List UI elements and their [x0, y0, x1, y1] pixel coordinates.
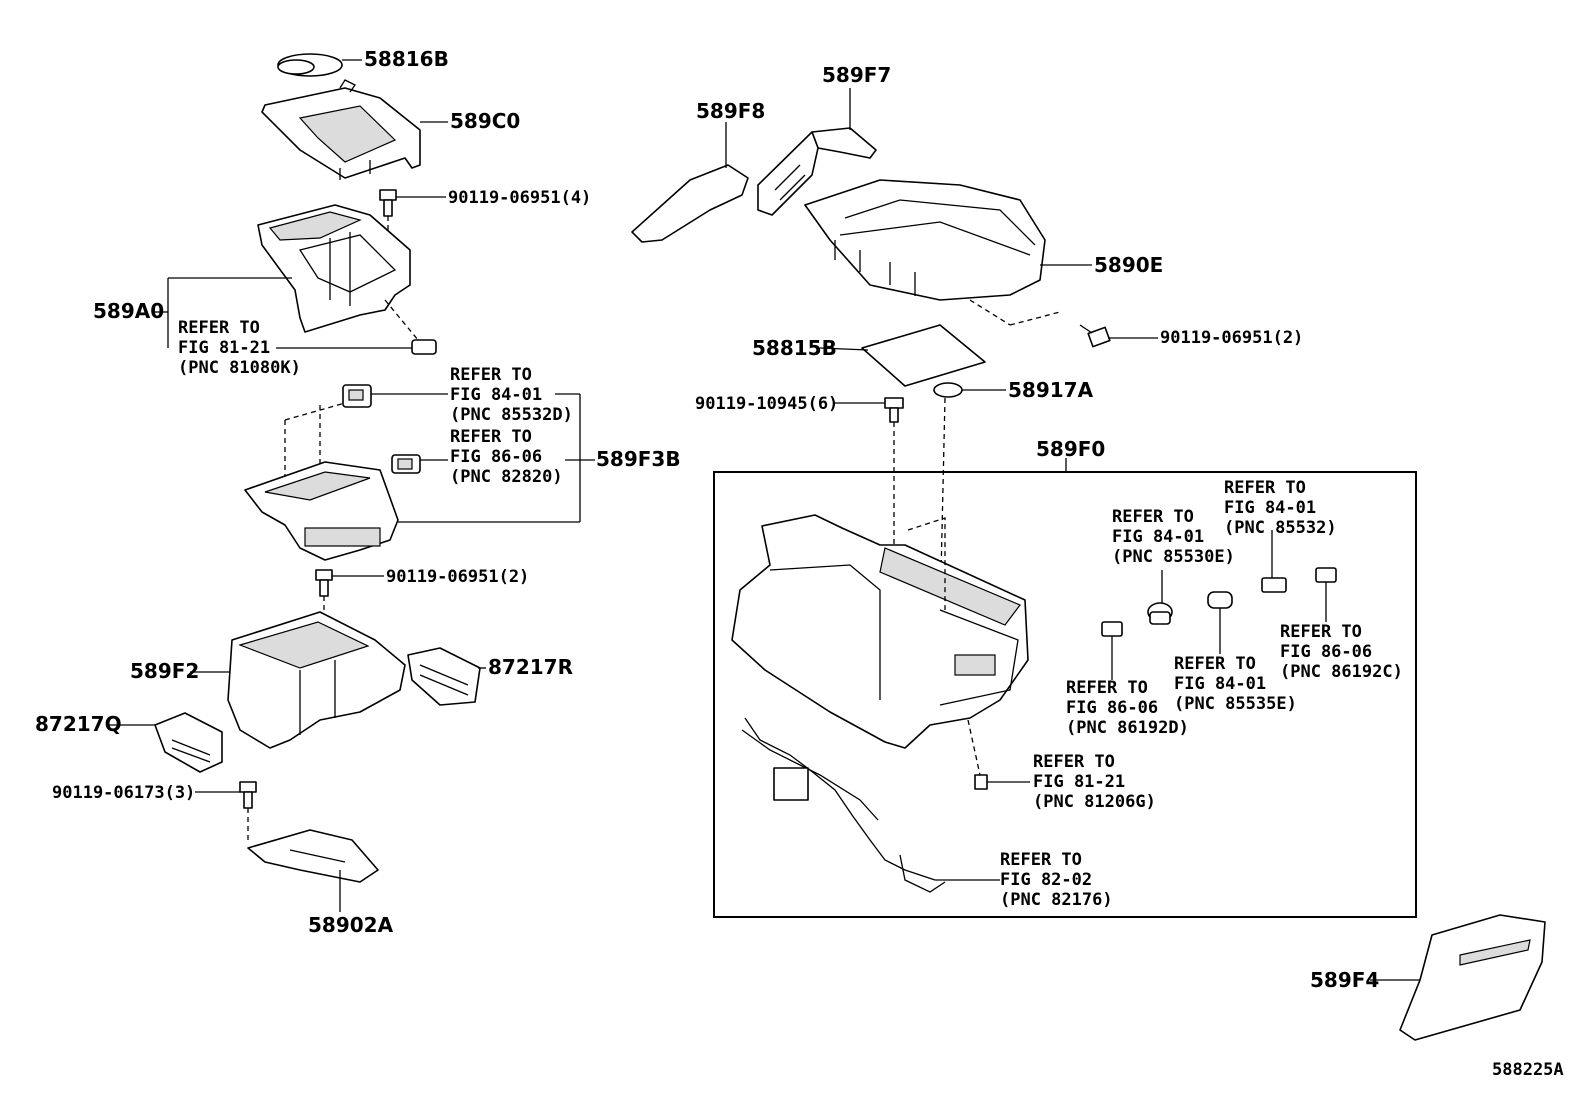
- part-86192D-switch[interactable]: [1101, 621, 1123, 637]
- refer-81206G-line3: (PNC 81206G): [1033, 792, 1156, 812]
- part-589F8-trim[interactable]: [631, 164, 749, 243]
- refer-86192D-line2: FIG 86-06: [1066, 698, 1158, 718]
- refer-85532D-line2: FIG 84-01: [450, 385, 542, 405]
- part-82820-socket[interactable]: [391, 454, 421, 474]
- refer-86192C-line1: REFER TO: [1280, 622, 1362, 642]
- callout-58816B: 58816B: [364, 47, 449, 71]
- part-87217Q-vent[interactable]: [154, 712, 223, 773]
- refer-82176-line3: (PNC 82176): [1000, 890, 1113, 910]
- refer-85532-line3: (PNC 85532): [1224, 518, 1337, 538]
- drawing-id: 588225A: [1492, 1060, 1564, 1080]
- callout-589A0: 589A0: [93, 299, 164, 323]
- callout-589F4: 589F4: [1310, 968, 1379, 992]
- refer-82820-line2: FIG 86-06: [450, 447, 542, 467]
- refer-82820-line1: REFER TO: [450, 427, 532, 447]
- refer-82176-line1: REFER TO: [1000, 850, 1082, 870]
- part-85530E-socket[interactable]: [1147, 602, 1173, 625]
- callout-90119-06951-4: 90119-06951(4): [448, 188, 591, 208]
- callout-5890E: 5890E: [1094, 253, 1163, 277]
- callout-90119-06173-3: 90119-06173(3): [52, 783, 195, 803]
- callout-58902A: 58902A: [308, 913, 394, 937]
- part-589F7-hinge[interactable]: [757, 127, 877, 216]
- refer-85530E-line1: REFER TO: [1112, 507, 1194, 527]
- part-87217R-vent[interactable]: [407, 647, 481, 706]
- part-58902A-bracket[interactable]: [247, 829, 379, 883]
- refer-85535E-line1: REFER TO: [1174, 654, 1256, 674]
- callout-58917A: 58917A: [1008, 378, 1094, 402]
- refer-81080K-line3: (PNC 81080K): [178, 358, 301, 378]
- callout-589F2: 589F2: [130, 659, 199, 683]
- bolt-90119-10945-6[interactable]: [884, 397, 904, 423]
- part-589F4-panel[interactable]: [1399, 914, 1546, 1041]
- refer-85530E-line3: (PNC 85530E): [1112, 547, 1235, 567]
- refer-81080K-line1: REFER TO: [178, 318, 260, 338]
- refer-81206G-line1: REFER TO: [1033, 752, 1115, 772]
- callout-589F7: 589F7: [822, 63, 891, 87]
- refer-85530E-line2: FIG 84-01: [1112, 527, 1204, 547]
- callout-90119-10945-6: 90119-10945(6): [695, 394, 838, 414]
- part-wire-harness[interactable]: [741, 717, 1000, 893]
- callout-87217R: 87217R: [488, 655, 573, 679]
- part-58816B-mat[interactable]: [277, 53, 343, 77]
- part-589F0-console-box[interactable]: [731, 514, 1029, 749]
- part-5890E-armrest[interactable]: [804, 179, 1046, 301]
- callout-87217Q: 87217Q: [35, 712, 122, 736]
- group-frame-589F0: [713, 471, 1417, 918]
- part-81206G-clip[interactable]: [974, 774, 988, 790]
- bolt-90119-06951-2-right[interactable]: [1079, 324, 1111, 348]
- refer-85532D-line3: (PNC 85532D): [450, 405, 573, 425]
- callout-90119-06951-2-left: 90119-06951(2): [386, 567, 529, 587]
- part-589C0-panel[interactable]: [261, 79, 421, 180]
- refer-86192D-line3: (PNC 86192D): [1066, 718, 1189, 738]
- part-85532-socket[interactable]: [1261, 577, 1287, 593]
- bolt-90119-06173-3[interactable]: [239, 781, 257, 809]
- refer-85532-line1: REFER TO: [1224, 478, 1306, 498]
- refer-85532-line2: FIG 84-01: [1224, 498, 1316, 518]
- refer-82176-line2: FIG 82-02: [1000, 870, 1092, 890]
- part-81080K-connector[interactable]: [411, 339, 437, 355]
- refer-81206G-line2: FIG 81-21: [1033, 772, 1125, 792]
- part-589A0-console[interactable]: [257, 204, 411, 333]
- part-85532D-switch[interactable]: [342, 384, 372, 408]
- part-85535E-socket[interactable]: [1207, 591, 1233, 609]
- callout-589C0: 589C0: [450, 109, 520, 133]
- refer-85535E-line3: (PNC 85535E): [1174, 694, 1297, 714]
- part-58815B-mat[interactable]: [861, 324, 986, 387]
- bolt-90119-06951-4[interactable]: [379, 189, 397, 217]
- callout-589F8: 589F8: [696, 99, 765, 123]
- callout-589F3B: 589F3B: [596, 447, 681, 471]
- callout-589F0: 589F0: [1036, 437, 1105, 461]
- part-86192C-switch[interactable]: [1315, 567, 1337, 583]
- refer-86192C-line2: FIG 86-06: [1280, 642, 1372, 662]
- part-589F3B-panel[interactable]: [244, 461, 399, 561]
- callout-58815B: 58815B: [752, 336, 837, 360]
- part-58917A-cap[interactable]: [933, 382, 963, 398]
- refer-82820-line3: (PNC 82820): [450, 467, 563, 487]
- refer-85532D-line1: REFER TO: [450, 365, 532, 385]
- callout-90119-06951-2-right: 90119-06951(2): [1160, 328, 1303, 348]
- refer-86192C-line3: (PNC 86192C): [1280, 662, 1403, 682]
- part-589F2-bracket[interactable]: [227, 611, 406, 749]
- refer-85535E-line2: FIG 84-01: [1174, 674, 1266, 694]
- refer-81080K-line2: FIG 81-21: [178, 338, 270, 358]
- refer-86192D-line1: REFER TO: [1066, 678, 1148, 698]
- bolt-90119-06951-2-left[interactable]: [315, 569, 333, 597]
